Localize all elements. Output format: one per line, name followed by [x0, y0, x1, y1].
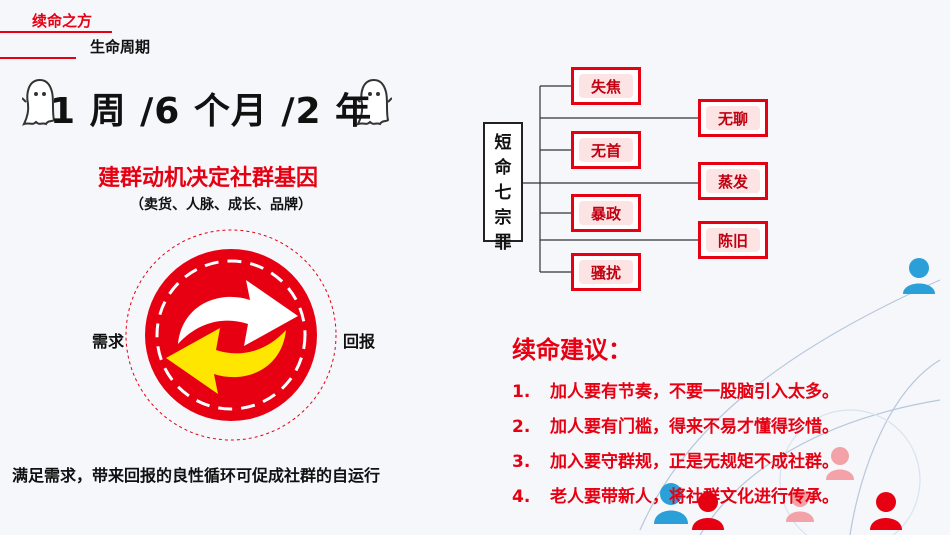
sins-title-char: 短 [494, 133, 512, 153]
sin-box-stale: 陈旧 [698, 221, 768, 259]
advice-text: 加入要守群规，正是无规矩不成社群。 [550, 452, 839, 472]
section-title: 生命周期 [90, 38, 151, 56]
person-icon [654, 483, 688, 524]
sin-box-evaporate: 蒸发 [698, 162, 768, 200]
sins-title-char: 宗 [494, 208, 512, 228]
sin-label: 暴政 [579, 201, 633, 225]
cycle-caption: 满足需求，带来回报的良性循环可促成社群的自运行 [12, 466, 381, 485]
sin-label: 蒸发 [706, 169, 760, 193]
sin-label: 无首 [579, 138, 633, 162]
advice-item: 3. 加入要守群规，正是无规矩不成社群。 [512, 447, 839, 472]
sin-label: 陈旧 [706, 228, 760, 252]
advice-number: 3. [512, 452, 531, 472]
sin-box-leaderless: 无首 [571, 131, 641, 169]
sin-label: 无聊 [706, 106, 760, 130]
motive-subtitle: （卖货、人脉、成长、品牌） [130, 197, 312, 213]
sin-box-unfocused: 失焦 [571, 67, 641, 105]
sins-title-char: 七 [494, 183, 512, 203]
advice-number: 4. [512, 487, 531, 507]
motive-title: 建群动机决定社群基因 [98, 166, 319, 191]
sins-title: 短 命 七 宗 罪 [483, 122, 523, 253]
sin-label: 骚扰 [579, 260, 633, 284]
sin-box-boring: 无聊 [698, 99, 768, 137]
advice-item: 4. 老人要带新人，将社群文化进行传承。 [512, 482, 839, 507]
return-label: 回报 [343, 332, 376, 351]
person-icon [692, 492, 724, 530]
advice-number: 1. [512, 382, 531, 402]
network-decoration [639, 258, 941, 535]
section-underline [0, 57, 76, 59]
person-icon [903, 258, 935, 294]
person-icon [786, 489, 814, 522]
person-icon [826, 447, 854, 480]
sin-box-tyranny: 暴政 [571, 194, 641, 232]
ghost-icon [356, 78, 392, 126]
sin-box-harassment: 骚扰 [571, 253, 641, 291]
advice-title: 续命建议： [512, 336, 632, 364]
lifecycle-title: 1 周 /6 个月 /2 年 [50, 91, 373, 132]
advice-number: 2. [512, 417, 531, 437]
advice-item: 1. 加人要有节奏，不要一股脑引入太多。 [512, 377, 839, 402]
demand-label: 需求 [92, 332, 125, 351]
advice-text: 老人要带新人，将社群文化进行传承。 [550, 487, 839, 507]
sin-label: 失焦 [579, 74, 633, 98]
brand-title: 续命之方 [32, 12, 93, 30]
brand-underline [0, 31, 112, 33]
advice-text: 加人要有节奏，不要一股脑引入太多。 [550, 382, 839, 402]
advice-text: 加人要有门槛，得来不易才懂得珍惜。 [550, 417, 839, 437]
ghost-icon [22, 78, 58, 126]
sins-title-char: 罪 [494, 233, 512, 253]
person-icon [870, 492, 902, 530]
cycle-arrows-icon [125, 229, 337, 441]
advice-item: 2. 加人要有门槛，得来不易才懂得珍惜。 [512, 412, 839, 437]
sins-title-char: 命 [494, 158, 512, 178]
